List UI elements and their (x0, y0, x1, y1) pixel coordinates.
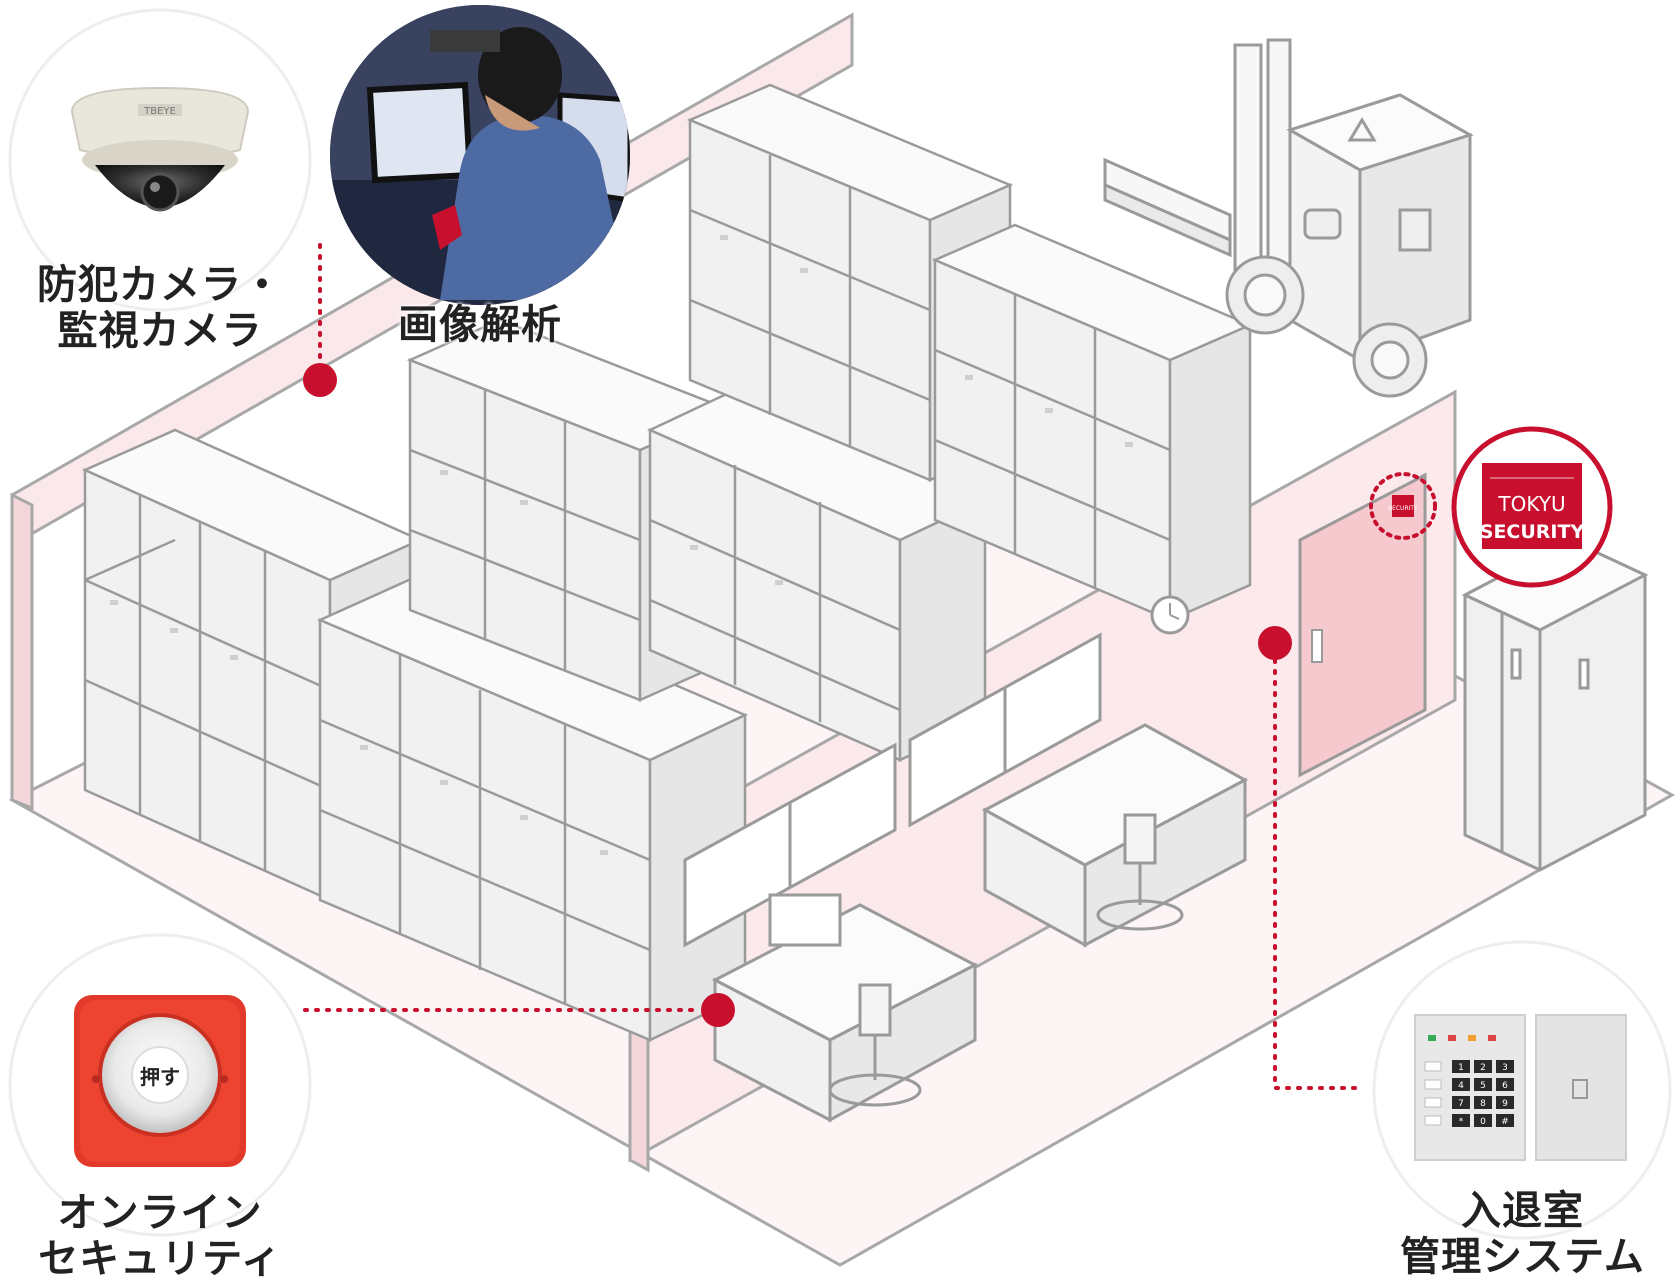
svg-text:TBEYE: TBEYE (143, 106, 176, 117)
svg-text:TOKYU: TOKYU (1497, 492, 1565, 516)
svg-text:4: 4 (1458, 1081, 1464, 1091)
connector-camera (303, 243, 337, 397)
svg-text:8: 8 (1480, 1099, 1486, 1109)
label-online-security: オンライン セキュリティ (20, 1190, 300, 1282)
access-keypad-photo: 1 2 3 4 5 6 7 8 9 * 0 # (1372, 940, 1672, 1240)
connector-access-control (1258, 626, 1362, 1090)
door-sticker-highlight (1369, 472, 1437, 540)
svg-text:SECURITY: SECURITY (1388, 505, 1418, 512)
lockers (1461, 538, 1649, 872)
emergency-alarm-photo: 押す (8, 933, 312, 1237)
svg-text:6: 6 (1502, 1081, 1508, 1091)
label-online-security-line1: オンライン (57, 1190, 263, 1236)
svg-text:1: 1 (1458, 1063, 1464, 1073)
label-image-analysis: 画像解析 (370, 302, 590, 348)
forklift (1103, 38, 1474, 398)
svg-text:SECURITY: SECURITY (1480, 521, 1585, 543)
svg-text:9: 9 (1502, 1099, 1508, 1109)
svg-text:0: 0 (1480, 1117, 1486, 1127)
svg-text:3: 3 (1502, 1063, 1508, 1073)
label-access-control: 入退室 管理システム (1385, 1188, 1660, 1280)
label-access-control-line2: 管理システム (1400, 1234, 1645, 1280)
office-windows (683, 632, 1102, 948)
label-image-analysis-line1: 画像解析 (398, 302, 562, 348)
office-desks (711, 723, 1249, 1123)
image-analysis-photo (330, 5, 630, 305)
label-security-camera-line1: 防犯カメラ・ (37, 262, 283, 308)
keypad-keys: 1 2 3 4 5 6 7 8 9 * 0 # (1452, 1060, 1514, 1127)
label-security-camera-line2: 監視カメラ (57, 308, 263, 354)
label-access-control-line1: 入退室 (1461, 1188, 1584, 1234)
svg-text:#: # (1501, 1117, 1509, 1127)
svg-text:*: * (1459, 1117, 1464, 1127)
tokyu-security-sticker-callout: TOKYU SECURITY (1451, 426, 1613, 588)
connector-online-security (303, 993, 735, 1027)
label-security-camera: 防犯カメラ・ 監視カメラ (30, 262, 290, 354)
svg-text:7: 7 (1458, 1099, 1464, 1109)
svg-text:2: 2 (1480, 1063, 1486, 1073)
svg-text:押す: 押す (140, 1065, 180, 1089)
storage-shelves (81, 83, 1254, 1042)
security-door: SECURITY (1298, 472, 1427, 778)
security-camera-photo: TBEYE (8, 8, 312, 312)
wall-clock (1150, 595, 1190, 635)
label-online-security-line2: セキュリティ (38, 1236, 282, 1282)
svg-text:5: 5 (1480, 1081, 1486, 1091)
